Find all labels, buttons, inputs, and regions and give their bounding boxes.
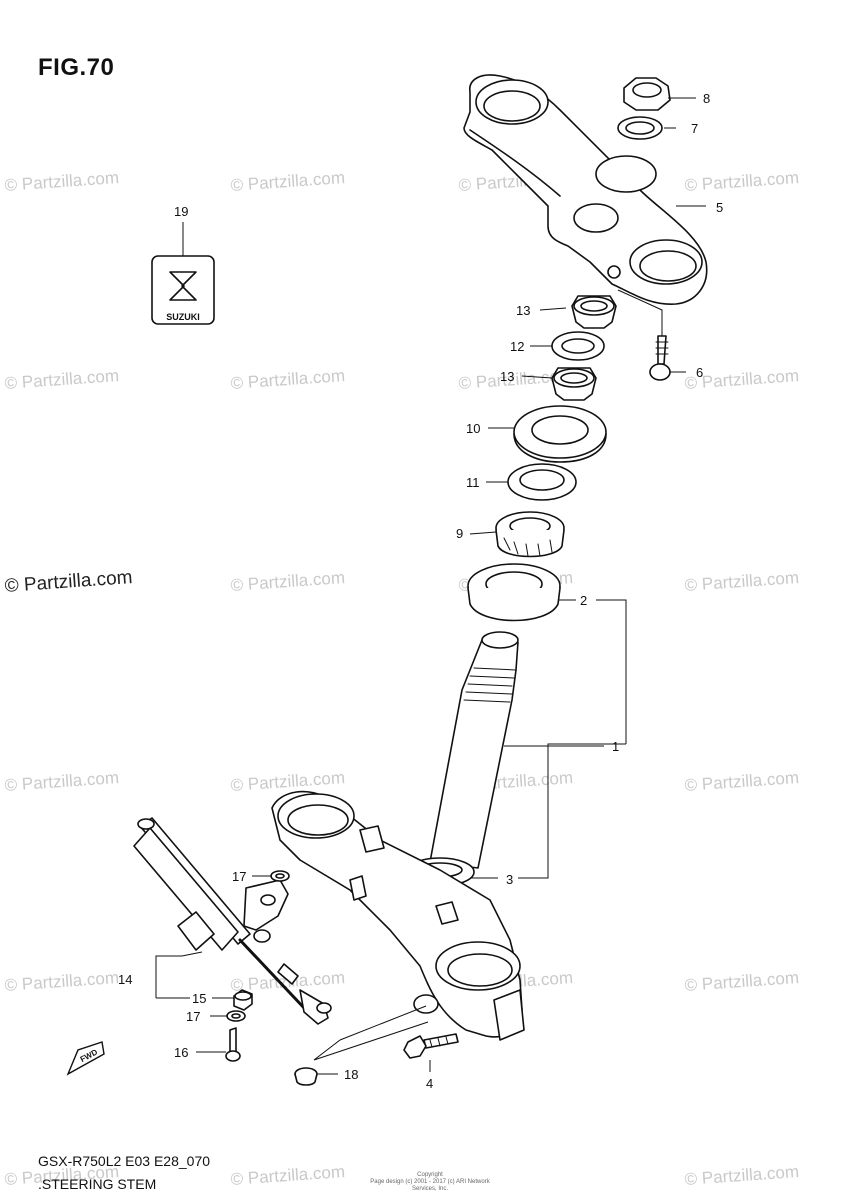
callout-13-lower: 13: [500, 369, 514, 384]
copyright-notice: Copyright Page design (c) 2001 - 2017 (c…: [360, 1172, 500, 1193]
upper-bracket-part: [463, 74, 708, 305]
callout-11: 11: [466, 475, 480, 490]
washer-17-upper-part: [270, 870, 290, 882]
steering-bearing-part: [495, 511, 565, 558]
lock-nut-lower-part: [551, 367, 597, 401]
callout-17-upper: 17: [232, 869, 246, 884]
lower-bracket-part: [271, 790, 525, 1041]
steering-damper-part: [133, 817, 332, 1025]
lock-nut-upper-part: [571, 295, 617, 329]
callout-14: 14: [118, 972, 132, 987]
clamp-bolt-part: [649, 335, 671, 381]
washer-part: [617, 116, 663, 140]
leader-lines: [155, 97, 706, 1075]
callout-10: 10: [466, 421, 480, 436]
callout-7: 7: [691, 121, 698, 136]
callout-9: 9: [456, 526, 463, 541]
copyright-line: Copyright: [417, 1172, 443, 1178]
callout-12: 12: [510, 339, 524, 354]
damper-bolt-part: [225, 1027, 241, 1062]
model-code: GSX-R750L2 E03 E28_070: [38, 1153, 211, 1169]
callout-8: 8: [703, 91, 710, 106]
figure-title: FIG.70: [38, 54, 115, 81]
emblem-text: SUZUKI: [166, 312, 200, 322]
steering-stem-nut-part: [623, 77, 671, 111]
bearing-race-part: [507, 463, 577, 501]
lower-bearing-part: [467, 563, 561, 622]
callout-6: 6: [696, 365, 703, 380]
callout-19: 19: [174, 204, 188, 219]
lower-clamp-bolt-part: [403, 1033, 459, 1059]
dust-seal-part: [513, 405, 607, 463]
damper-nut-part: [233, 989, 253, 1011]
callout-3: 3: [506, 872, 513, 887]
callout-17-lower: 17: [186, 1009, 200, 1024]
lock-washer-part: [551, 331, 605, 361]
callout-18: 18: [344, 1067, 358, 1082]
damper-bracket-part: [243, 879, 289, 931]
callout-15: 15: [192, 991, 206, 1006]
diagram-name: .STEERING STEM: [38, 1176, 157, 1192]
callout-4: 4: [426, 1076, 433, 1091]
collar-part: [294, 1067, 318, 1086]
fwd-arrow-icon: FWD: [66, 1041, 105, 1076]
callout-5: 5: [716, 200, 723, 215]
washer-17-lower-part: [226, 1010, 246, 1022]
callout-1: 1: [612, 739, 619, 754]
callout-13-upper: 13: [516, 303, 530, 318]
callout-16: 16: [174, 1045, 188, 1060]
callout-2: 2: [580, 593, 587, 608]
steering-stem-part: [429, 631, 519, 869]
callout-labels: 8 7 5 19 13 12 13 6 10 11 9 2 1 3 17 14 …: [118, 91, 723, 1091]
copyright-line: Page design (c) 2001 - 2017 (c) ARI Netw…: [370, 1179, 490, 1192]
